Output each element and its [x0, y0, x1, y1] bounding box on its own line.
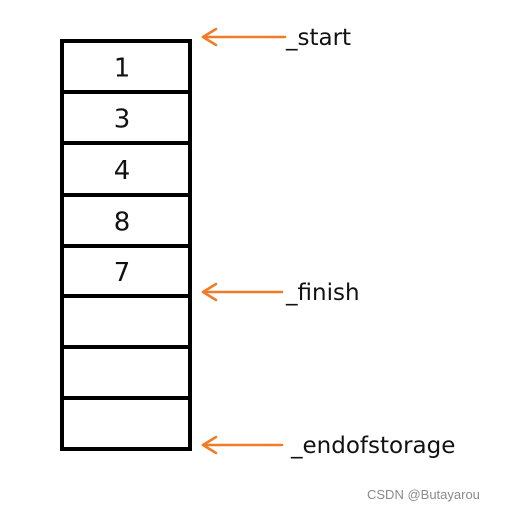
arrow-left-icon	[201, 435, 218, 455]
storage-cell: 1	[114, 54, 131, 84]
cell-value: 4	[114, 156, 131, 186]
storage-cell: 4	[62, 141, 190, 186]
pointer-label: _endofstorage	[290, 433, 455, 459]
arrow-left-icon	[201, 282, 218, 302]
pointer-label: _start	[285, 25, 351, 51]
storage-cell: 8	[62, 193, 190, 238]
arrow-left-icon	[201, 27, 218, 47]
cell-value: 7	[114, 258, 131, 288]
pointer-arrows: _start _finish _endofstorage	[201, 25, 455, 459]
cell-value: 1	[114, 54, 131, 84]
pointer-endofstorage: _endofstorage	[201, 433, 455, 459]
pointer-start: _start	[201, 25, 351, 51]
cell-value: 8	[114, 208, 131, 238]
storage-cell: 3	[62, 90, 190, 135]
pointer-finish: _finish	[201, 280, 360, 306]
pointer-label: _finish	[285, 280, 360, 306]
cell-value: 3	[114, 105, 131, 135]
storage-cells: 1 3 4 8 7	[60, 39, 192, 451]
watermark-text: CSDN @Butayarou	[367, 487, 480, 502]
storage-cell: 7	[62, 244, 190, 288]
